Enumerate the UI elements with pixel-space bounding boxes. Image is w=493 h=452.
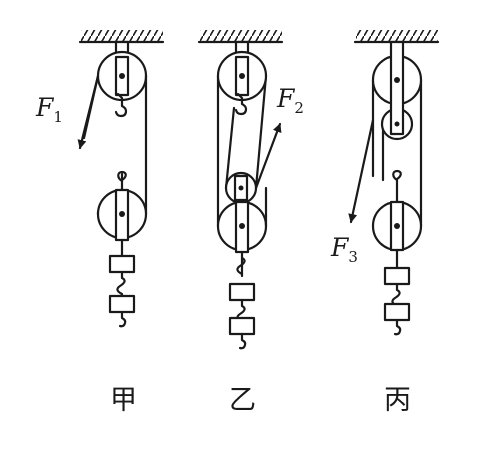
weights: [383, 266, 411, 336]
fixed-pulley: [216, 50, 268, 116]
force-label-f3: F3: [330, 233, 358, 266]
movable-pulley-large: [216, 186, 268, 278]
setup-yi: [197, 30, 284, 350]
force-arrow-f3: [348, 118, 375, 224]
rope: [216, 74, 268, 228]
force-labels: F1 F2 F3: [35, 84, 358, 266]
captions: 甲 乙 丙: [110, 385, 411, 416]
caption-yi: 乙: [229, 385, 256, 416]
force-label-f2: F2: [276, 84, 304, 117]
movable-pulley-small: [224, 171, 258, 205]
force-arrow-f2: [254, 122, 282, 190]
fixed-pulley-bracket: [389, 40, 405, 136]
movable-pulley: [371, 169, 423, 270]
movable-pulley: [96, 172, 148, 258]
setup-jia: [77, 30, 165, 328]
weights: [108, 254, 136, 328]
rope: [371, 78, 423, 228]
ceiling-mount: [353, 30, 440, 44]
force-label-f1: F1: [35, 93, 63, 126]
weights: [228, 282, 256, 350]
caption-bing: 丙: [384, 385, 411, 416]
caption-jia: 甲: [110, 385, 137, 416]
setup-bing: [348, 30, 440, 336]
fixed-pulley: [96, 50, 148, 118]
force-arrow-f1: [77, 74, 100, 150]
